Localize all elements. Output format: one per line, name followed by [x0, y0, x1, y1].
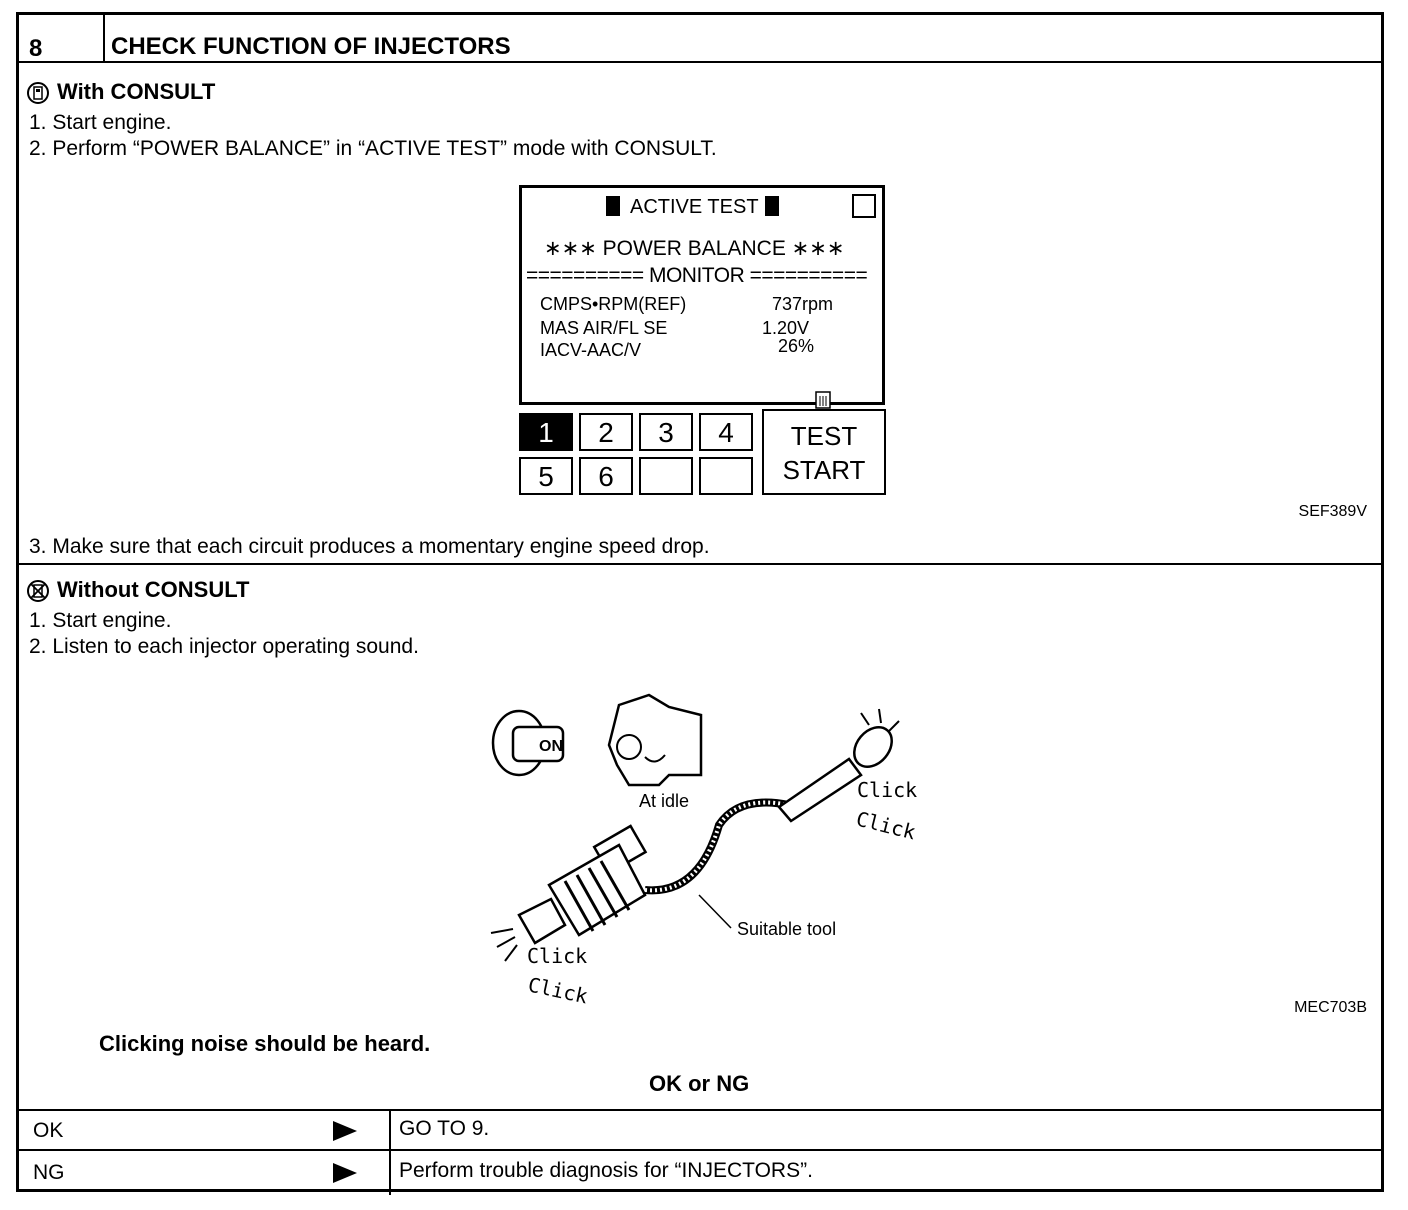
figure-code: SEF389V: [1298, 503, 1367, 520]
step-number: 8: [29, 35, 43, 62]
result-action-ng: Perform trouble diagnosis for “INJECTORS…: [399, 1159, 813, 1182]
screen-monitor-label: ========== MONITOR ==========: [526, 264, 868, 287]
table-column-divider: [389, 1109, 391, 1195]
click-text: Click: [857, 778, 917, 802]
pointer-hand-icon: [815, 391, 831, 409]
tool-label: Suitable tool: [737, 919, 836, 939]
monitor-row-label: IACV-AAC/V: [540, 340, 642, 360]
header-marker-left: [606, 196, 620, 216]
divider: [19, 61, 1381, 63]
arrow-right-icon: [333, 1163, 357, 1183]
arrow-right-icon: [333, 1121, 357, 1141]
divider: [19, 563, 1381, 565]
consult-step-1: 1. Start engine.: [29, 111, 172, 134]
cylinder-key[interactable]: 3: [639, 413, 693, 451]
screen-header-text: ACTIVE TEST: [630, 196, 759, 218]
figure-code: MEC703B: [1294, 999, 1367, 1016]
click-text: Click: [526, 972, 590, 1005]
cylinder-key[interactable]: 5: [519, 457, 573, 495]
monitor-row-label: MAS AIR/FL SE: [540, 318, 668, 338]
result-status-ng: NG: [33, 1161, 65, 1184]
monitor-row-value: 26%: [778, 336, 815, 356]
cylinder-key[interactable]: 2: [579, 413, 633, 451]
consult-screen: ACTIVE TEST ∗∗∗ POWER BALANCE ∗∗∗ ======…: [519, 185, 885, 409]
sound-waves-icon: [490, 708, 900, 962]
with-consult-heading: With CONSULT: [27, 79, 215, 105]
no-consult-step-2: 2. Listen to each injector operating sou…: [29, 635, 419, 658]
result-action-ok: GO TO 9.: [399, 1117, 490, 1140]
consult-step-2: 2. Perform “POWER BALANCE” in “ACTIVE TE…: [29, 137, 717, 160]
title-divider: [103, 15, 105, 61]
ok-ng-heading: OK or NG: [649, 1071, 750, 1096]
cylinder-key[interactable]: 1: [519, 413, 573, 451]
procedure-frame: 8 CHECK FUNCTION OF INJECTORS With CONSU…: [16, 12, 1384, 1195]
injector-icon: [517, 824, 648, 945]
screen-corner-box: [852, 194, 876, 218]
monitor-row-label: CMPS•RPM(REF): [540, 294, 687, 314]
without-consult-label: Without CONSULT: [57, 577, 250, 602]
test-start-line: START: [782, 455, 866, 485]
screen-subtitle: ∗∗∗ POWER BALANCE ∗∗∗: [544, 237, 845, 260]
ignition-key-icon: [491, 709, 565, 777]
cylinder-key-blank[interactable]: [639, 457, 693, 495]
without-consult-heading: Without CONSULT: [27, 577, 249, 603]
monitor-row-value: 1.20V: [762, 318, 810, 338]
click-text: Click: [854, 807, 918, 845]
key-on-text: ON: [539, 738, 563, 755]
test-start-button[interactable]: TEST START: [762, 409, 886, 495]
engine-icon: [607, 693, 703, 787]
cylinder-key[interactable]: 6: [579, 457, 633, 495]
engine-label: At idle: [639, 791, 689, 811]
header-marker-right: [764, 196, 779, 216]
step-title: CHECK FUNCTION OF INJECTORS: [111, 33, 511, 60]
with-consult-label: With CONSULT: [57, 79, 216, 104]
click-text: Click: [527, 944, 587, 968]
no-consult-step-1: 1. Start engine.: [29, 609, 172, 632]
expected-result-note: Clicking noise should be heard.: [99, 1031, 431, 1056]
consult-icon: [27, 82, 49, 105]
divider: [19, 1109, 1381, 1111]
cylinder-key-blank[interactable]: [699, 457, 753, 495]
injector-illustration: ON At idle Suitable tool Click Click Cli…: [490, 693, 918, 1005]
consult-step-3: 3. Make sure that each circuit produces …: [29, 535, 710, 558]
no-consult-icon: [27, 580, 49, 603]
test-start-line: TEST: [790, 421, 858, 451]
result-status-ok: OK: [33, 1119, 64, 1142]
divider: [19, 1149, 1381, 1151]
cylinder-key[interactable]: 4: [699, 413, 753, 451]
monitor-row-value: 737rpm: [772, 294, 834, 314]
stethoscope-tool-icon: [644, 726, 893, 929]
screen-header: ACTIVE TEST: [606, 196, 779, 219]
